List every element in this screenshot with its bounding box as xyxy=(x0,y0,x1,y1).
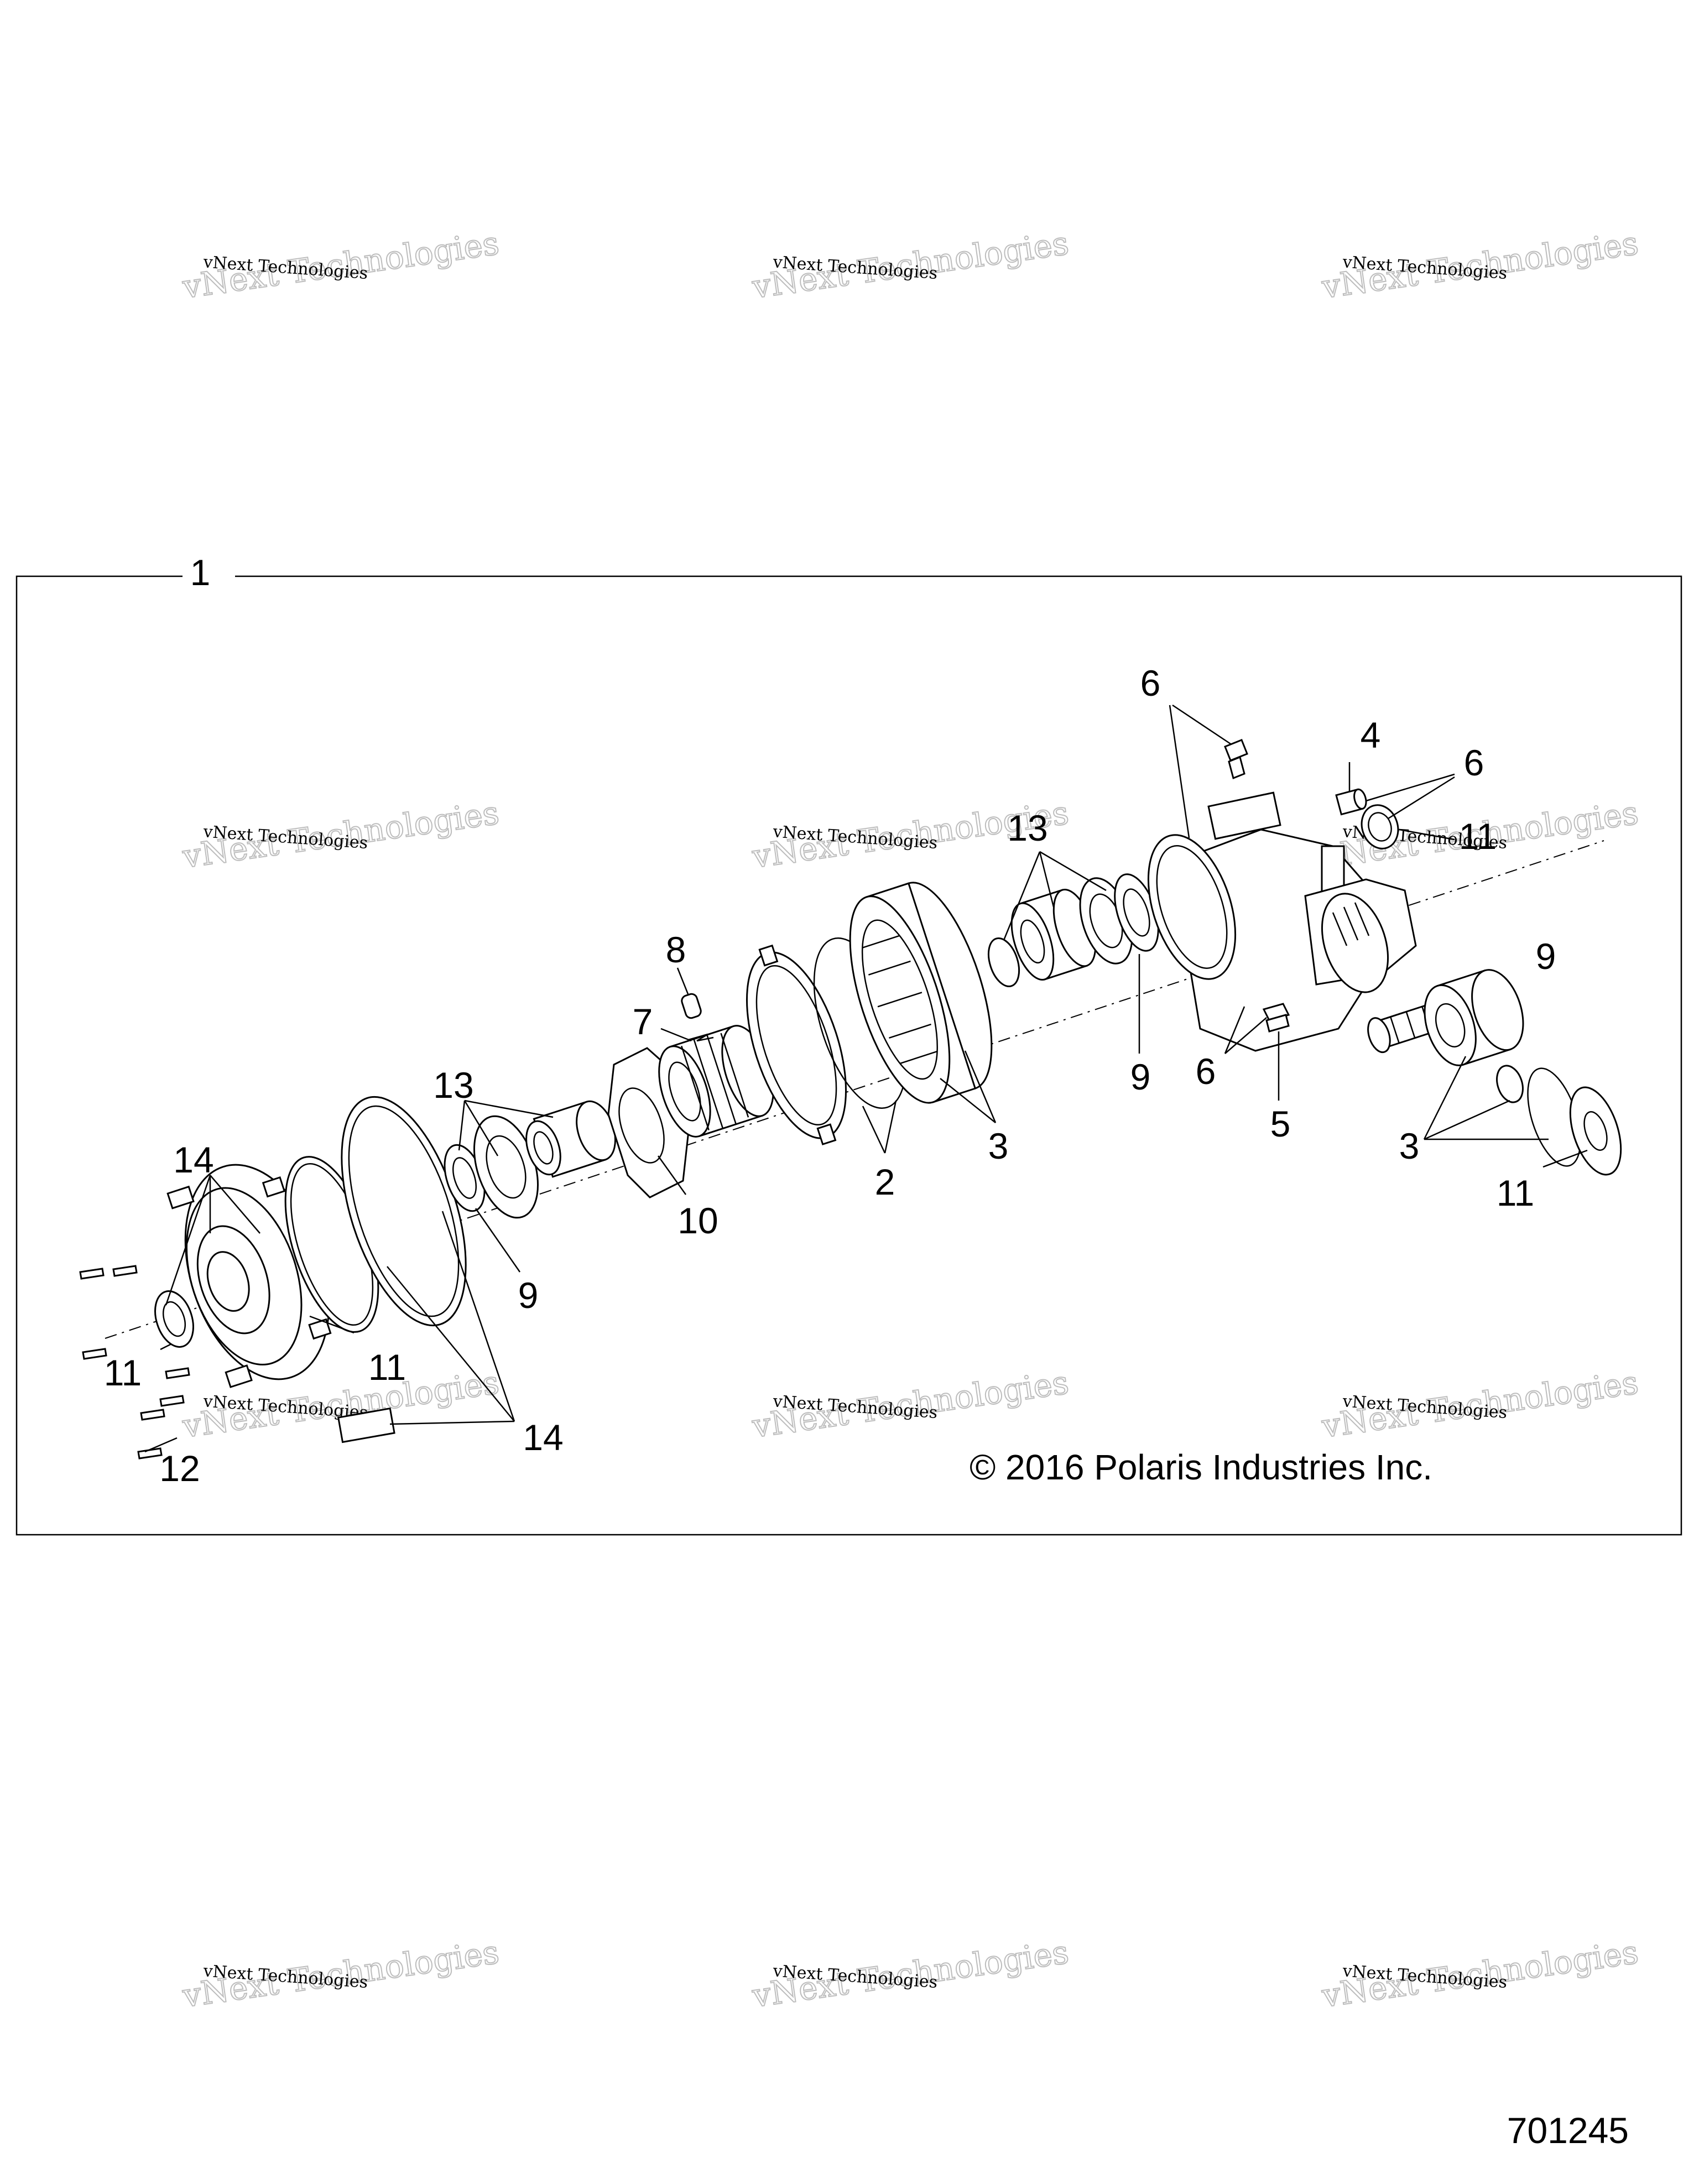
callout-5: 5 xyxy=(1270,1103,1291,1144)
screws xyxy=(79,1265,190,1460)
callout-9-left: 9 xyxy=(518,1275,539,1316)
main-gearcase-housing xyxy=(1147,791,1417,1052)
pin xyxy=(681,993,702,1019)
assembly-label: 1 xyxy=(190,552,211,593)
callout-3-middle: 3 xyxy=(988,1125,1009,1166)
breather-fitting xyxy=(1224,739,1248,780)
callout-12: 12 xyxy=(159,1448,200,1489)
callout-13-left: 13 xyxy=(433,1065,473,1106)
callout-7: 7 xyxy=(633,1001,653,1042)
bearing-left xyxy=(525,1100,616,1178)
callout-8: 8 xyxy=(666,929,686,970)
callout-13-right: 13 xyxy=(1007,807,1047,848)
seal-left xyxy=(154,1290,194,1348)
callouts: 6 4 6 11 13 9 8 7 9 6 5 3 11 2 3 13 14 1… xyxy=(104,663,1556,1489)
callout-14-bottom: 14 xyxy=(523,1417,563,1458)
callout-11-upper-right: 11 xyxy=(1459,816,1497,857)
bearing-inner-race xyxy=(987,937,1020,987)
callout-10: 10 xyxy=(677,1200,718,1241)
callout-11-left: 11 xyxy=(104,1352,142,1393)
callout-6-bottom: 6 xyxy=(1196,1051,1216,1092)
copyright-notice: © 2016 Polaris Industries Inc. xyxy=(970,1447,1432,1487)
callout-2: 2 xyxy=(875,1161,895,1202)
callout-11-middle: 11 xyxy=(368,1347,406,1388)
watermark: vNext Technologies vNext Technologies xyxy=(179,1932,502,2015)
watermark: vNext Technologies vNext Technologies xyxy=(749,1363,1071,1446)
fill-plug xyxy=(1335,788,1367,816)
o-ring-small xyxy=(1496,1065,1524,1103)
output-bearing xyxy=(1424,969,1524,1066)
watermark: vNext Technologies vNext Technologies xyxy=(179,793,502,876)
watermark: vNext Technologies vNext Technologies xyxy=(749,223,1071,306)
seal-output xyxy=(1569,1086,1622,1176)
callout-9-right: 9 xyxy=(1536,936,1556,977)
coil-connector xyxy=(337,1407,395,1443)
callout-4: 4 xyxy=(1361,715,1381,755)
callout-6-top: 6 xyxy=(1140,663,1161,703)
leader-lines xyxy=(144,704,1588,1453)
armature-ring-2 xyxy=(746,944,847,1145)
watermark: vNext Technologies vNext Technologies xyxy=(1318,223,1641,306)
callout-3-right: 3 xyxy=(1399,1125,1420,1166)
assembly-frame: 1 xyxy=(15,552,1682,1536)
watermark: vNext Technologies vNext Technologies xyxy=(749,1932,1071,2015)
callout-11-right: 11 xyxy=(1497,1172,1535,1213)
parts xyxy=(79,739,1622,1460)
drain-plug xyxy=(1262,1003,1290,1033)
watermark: vNext Technologies vNext Technologies xyxy=(179,223,502,306)
callout-6-right: 6 xyxy=(1464,742,1484,783)
watermark: vNext Technologies vNext Technologies xyxy=(1318,1363,1641,1446)
watermark: vNext Technologies vNext Technologies xyxy=(1318,1932,1641,2015)
callout-9-middle: 9 xyxy=(1130,1056,1151,1097)
figure-number: 701245 xyxy=(1507,2110,1629,2151)
spring-clip xyxy=(688,1033,714,1042)
callout-14-top: 14 xyxy=(173,1139,213,1180)
ring-gear xyxy=(849,882,993,1104)
